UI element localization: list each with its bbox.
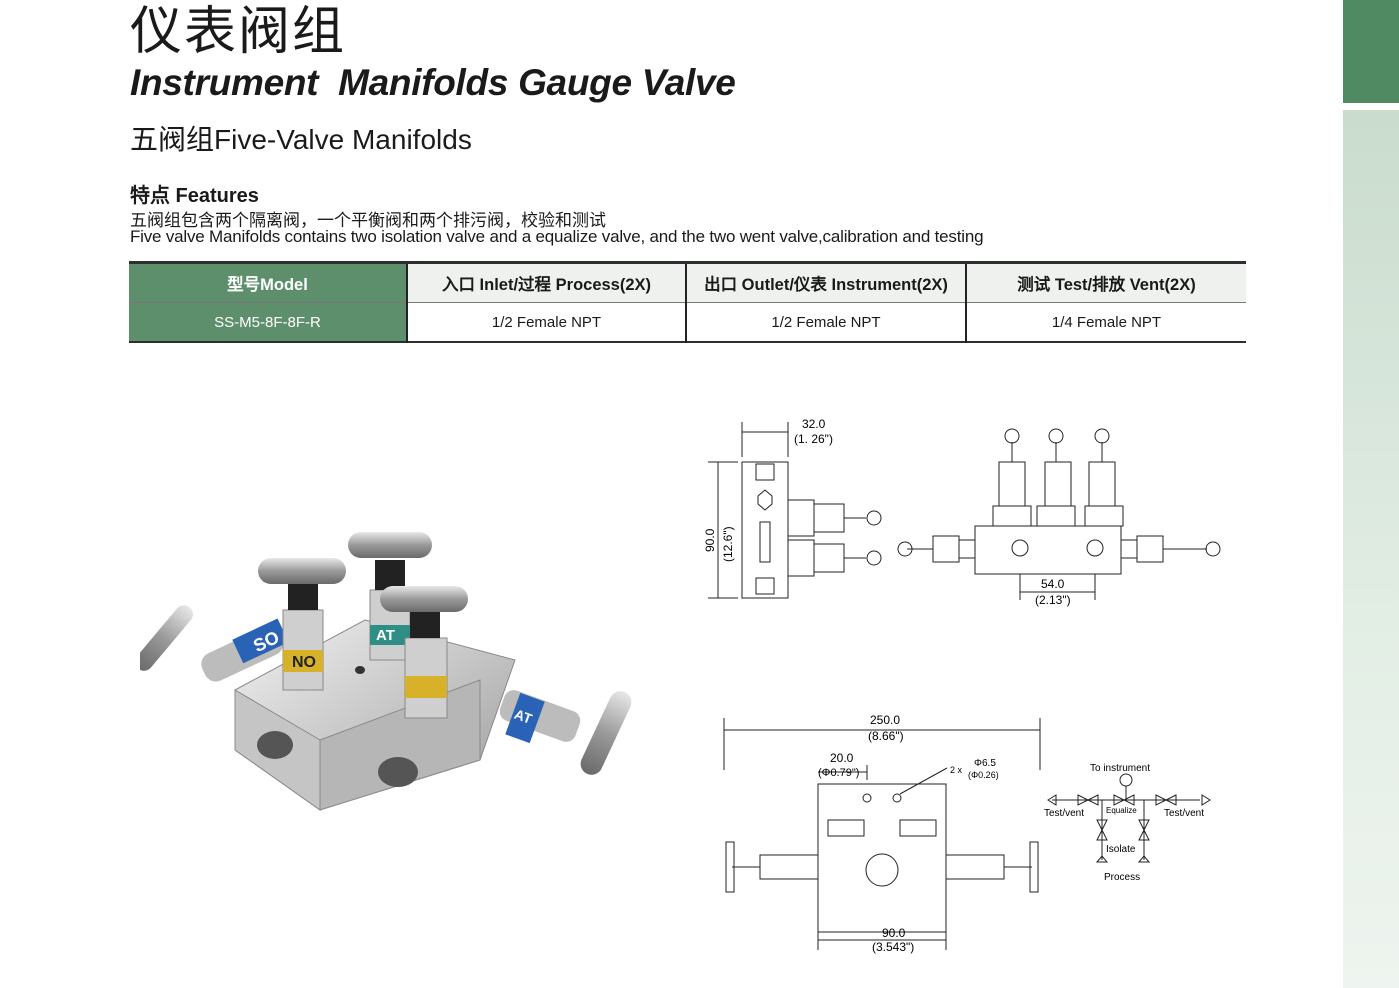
cell-vent: 1/4 Female NPT [965,302,1246,342]
table-row: SS-M5-8F-8F-R 1/2 Female NPT 1/2 Female … [129,302,1246,342]
header-vent: 测试 Test/排放 Vent(2X) [965,262,1246,303]
front-dim-in: (2.13") [1035,593,1071,607]
side-height-in: (12.6") [721,526,735,562]
cell-outlet: 1/2 Female NPT [685,302,966,342]
drawing-front-view: 54.0 (2.13") [897,428,1221,607]
subtitle-cn: 五阀组 [130,123,215,156]
features-text-cn: 五阀组包含两个隔离阀，一个平衡阀和两个排污阀，校验和测试 [130,211,606,230]
product-photo: SO NO AT AT [140,532,632,811]
valve-schematic: To instrument Test/vent Equalize Test/ve… [1044,763,1211,883]
cell-model: SS-M5-8F-8F-R [129,302,407,342]
schem-test-vent-right: Test/vent [1164,808,1204,819]
spec-table: 型号Model 入口 Inlet/过程 Process(2X) 出口 Outle… [129,261,1246,343]
schem-test-vent-left: Test/vent [1044,808,1084,819]
photo-label-yellow: NO [292,654,316,671]
cell-inlet: 1/2 Female NPT [406,302,686,342]
drawing-top-view: 250.0 (8.66") 20.0 (Φ0.79") 2 x Φ6.5 (Φ0… [723,713,1041,954]
table-header-row: 型号Model 入口 Inlet/过程 Process(2X) 出口 Outle… [129,262,1246,303]
top-overall-in: (8.66") [868,729,904,743]
page-title-en: Instrument Manifolds Gauge Valve [130,62,736,103]
schem-equalize: Equalize [1106,806,1137,815]
schem-isolate: Isolate [1106,844,1136,855]
page-title-cn: 仪表阀组 [130,2,347,62]
side-height-mm: 90.0 [703,528,717,552]
top-hole-dia-in: (Φ0.26) [968,770,999,780]
subtitle: 五阀组Five-Valve Manifolds [130,118,472,158]
photo-label-teal: AT [376,627,395,644]
top-pitch-mm: 20.0 [830,751,854,765]
side-tab-dark [1343,0,1399,103]
header-outlet: 出口 Outlet/仪表 Instrument(2X) [685,262,966,303]
features-text-en: Five valve Manifolds contains two isolat… [130,227,984,246]
header-inlet: 入口 Inlet/过程 Process(2X) [406,262,686,303]
top-body-in: (3.543") [872,940,914,954]
schem-process: Process [1104,872,1140,883]
top-hole-count: 2 x [950,765,963,775]
top-body-mm: 90.0 [882,926,906,940]
side-tab-light [1343,110,1399,988]
subtitle-en: Five-Valve Manifolds [214,124,472,155]
header-model: 型号Model [129,262,407,303]
top-overall-mm: 250.0 [870,713,900,727]
front-dim-mm: 54.0 [1041,577,1065,591]
side-width-in: (1. 26") [794,432,833,446]
top-hole-dia-mm: Φ6.5 [974,758,996,769]
drawing-side-view: 32.0 (1. 26") 90.0 (12.6") [703,417,882,599]
top-pitch-in: (Φ0.79") [818,767,859,779]
photo-label-blue-2: AT [512,706,534,727]
features-heading: 特点 Features [130,185,259,207]
schem-to-instrument: To instrument [1090,763,1150,774]
side-width-mm: 32.0 [802,417,826,431]
